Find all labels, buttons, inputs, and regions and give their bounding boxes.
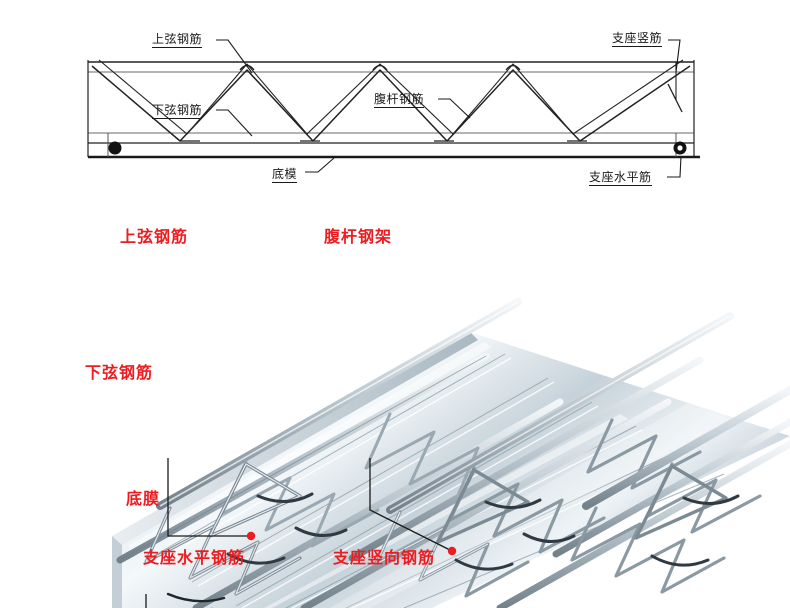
marker-web-frame xyxy=(447,546,457,556)
photo-label-top-chord: 上弦钢筋 xyxy=(120,229,189,246)
cad-label-top-chord: 上弦钢筋 xyxy=(152,32,203,48)
cad-label-support-vertical: 支座竖筋 xyxy=(612,31,663,47)
support-node-left-dot xyxy=(108,141,122,155)
photo-label-support-vertical: 支座竖向钢筋 xyxy=(333,550,436,567)
cad-drawing xyxy=(87,39,700,178)
photo-marker-dots xyxy=(210,531,457,608)
photo-label-web-frame: 腹杆钢架 xyxy=(324,229,393,246)
cad-section-panel: 上弦钢筋 下弦钢筋 腹杆钢筋 支座竖筋 底模 支座水平筋 xyxy=(0,0,790,206)
photo-label-bottom-chord: 下弦钢筋 xyxy=(85,365,154,382)
steel-deck-plate xyxy=(112,332,790,608)
cad-label-web-bar: 腹杆钢筋 xyxy=(374,92,425,108)
photo-leader-lines xyxy=(145,458,451,608)
photo-3d-panel: 上弦钢筋 腹杆钢架 下弦钢筋 底膜 支座水平钢筋 支座竖向钢筋 xyxy=(0,206,790,608)
photo-label-support-horizontal: 支座水平钢筋 xyxy=(143,550,246,567)
cad-label-bottom-chord: 下弦钢筋 xyxy=(152,103,203,119)
photo-label-bottom-film: 底膜 xyxy=(126,491,161,508)
truss-rail-3 xyxy=(496,386,790,608)
cad-label-support-horizontal: 支座水平筋 xyxy=(589,170,652,186)
truss-rail-2 xyxy=(300,312,734,608)
photo-illustration xyxy=(112,298,790,608)
cad-label-bottom-formwork: 底模 xyxy=(272,167,298,183)
marker-top-chord xyxy=(246,531,256,541)
